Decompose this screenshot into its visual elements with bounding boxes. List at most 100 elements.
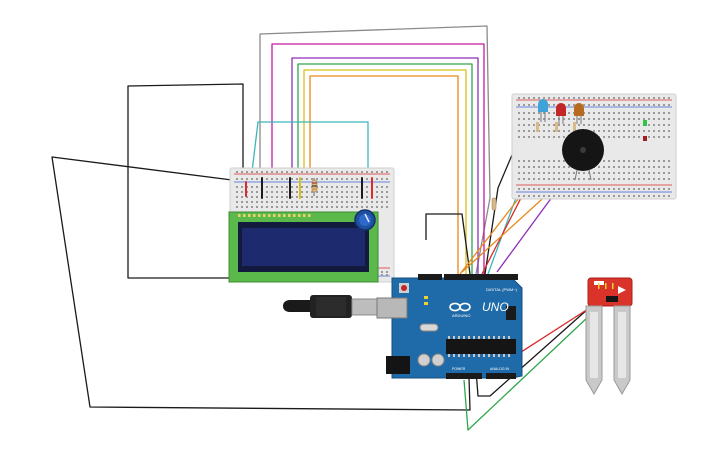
breadboard-hole bbox=[331, 201, 333, 203]
arduino-uno-board[interactable]: UNO ARDUINO DIGITAL (PWM~) POWER ANALOG … bbox=[376, 274, 523, 379]
breadboard-hole bbox=[296, 201, 298, 203]
breadboard-hole bbox=[528, 130, 530, 132]
breadboard-hole bbox=[236, 171, 238, 173]
breadboard-hole bbox=[553, 130, 555, 132]
wire-black-lcd-loop[interactable] bbox=[127, 83, 244, 279]
wire-green-top[interactable] bbox=[297, 63, 473, 274]
led-red[interactable] bbox=[556, 103, 566, 124]
breadboard-hole bbox=[311, 191, 313, 193]
breadboard-hole bbox=[346, 171, 348, 173]
breadboard-hole bbox=[386, 196, 388, 198]
breadboard-hole bbox=[356, 201, 358, 203]
breadboard-hole bbox=[583, 97, 585, 99]
breadboard-hole bbox=[578, 118, 580, 120]
soil-moisture-sensor[interactable] bbox=[585, 277, 633, 396]
breadboard-hole bbox=[588, 97, 590, 99]
breadboard-hole bbox=[523, 136, 525, 138]
breadboard-hole bbox=[301, 201, 303, 203]
led-green[interactable] bbox=[643, 120, 647, 141]
breadboard-hole bbox=[346, 196, 348, 198]
piezo-buzzer[interactable] bbox=[562, 129, 604, 181]
chip-pin bbox=[458, 336, 460, 339]
breadboard-hole bbox=[603, 136, 605, 138]
breadboard-hole bbox=[271, 196, 273, 198]
breadboard-hole bbox=[568, 172, 570, 174]
breadboard-hole bbox=[603, 130, 605, 132]
breadboard-hole bbox=[613, 97, 615, 99]
potentiometer-knob[interactable] bbox=[354, 209, 376, 231]
breadboard-hole bbox=[346, 178, 348, 180]
wire-black-sensor[interactable] bbox=[475, 299, 599, 397]
breadboard-hole bbox=[523, 97, 525, 99]
breadboard-hole bbox=[286, 206, 288, 208]
breadboard-hole bbox=[256, 196, 258, 198]
breadboard-hole bbox=[346, 206, 348, 208]
breadboard-hole bbox=[648, 130, 650, 132]
breadboard-hole bbox=[386, 201, 388, 203]
breadboard-hole bbox=[356, 186, 358, 188]
breadboard-hole bbox=[573, 188, 575, 190]
wire-magenta-top[interactable] bbox=[271, 43, 485, 274]
lcd-display[interactable] bbox=[228, 211, 379, 283]
breadboard-hole bbox=[316, 191, 318, 193]
breadboard-hole bbox=[241, 186, 243, 188]
breadboard-hole bbox=[533, 97, 535, 99]
led-orange[interactable] bbox=[574, 103, 584, 124]
breadboard-hole bbox=[386, 171, 388, 173]
breadboard-hole bbox=[638, 172, 640, 174]
breadboard-hole bbox=[271, 201, 273, 203]
chip-pin bbox=[488, 336, 490, 339]
breadboard-hole bbox=[306, 171, 308, 173]
breadboard-hole bbox=[331, 191, 333, 193]
breadboard-hole bbox=[306, 206, 308, 208]
breadboard-hole bbox=[236, 201, 238, 203]
breadboard-hole bbox=[306, 178, 308, 180]
wire-green-sensor[interactable] bbox=[463, 299, 607, 431]
breadboard-hole bbox=[593, 178, 595, 180]
wire-purple-top[interactable] bbox=[291, 57, 479, 274]
breadboard-hole bbox=[593, 112, 595, 114]
breadboard-hole bbox=[351, 201, 353, 203]
breadboard-hole bbox=[578, 178, 580, 180]
breadboard-hole bbox=[628, 104, 630, 106]
wire-black-outer-loop[interactable] bbox=[51, 156, 471, 411]
breadboard-hole bbox=[658, 97, 660, 99]
breadboard-hole bbox=[321, 206, 323, 208]
lcd-pin bbox=[248, 214, 251, 217]
breadboard-hole bbox=[366, 196, 368, 198]
wire-teal-left[interactable] bbox=[250, 121, 369, 210]
breadboard-hole bbox=[608, 124, 610, 126]
breadboard-hole bbox=[256, 186, 258, 188]
breadboard-hole bbox=[583, 178, 585, 180]
breadboard-hole bbox=[558, 188, 560, 190]
wire-orange-top[interactable] bbox=[309, 75, 459, 274]
breadboard-hole bbox=[568, 195, 570, 197]
breadboard-hole bbox=[583, 195, 585, 197]
breadboard-hole bbox=[251, 201, 253, 203]
breadboard-hole bbox=[573, 195, 575, 197]
breadboard-hole bbox=[538, 112, 540, 114]
breadboard-hole bbox=[603, 188, 605, 190]
breadboard-hole bbox=[256, 201, 258, 203]
wire-black-gnd[interactable] bbox=[425, 213, 471, 275]
breadboard-hole bbox=[538, 136, 540, 138]
breadboard-hole bbox=[653, 195, 655, 197]
breadboard-hole bbox=[628, 172, 630, 174]
breadboard-hole bbox=[553, 97, 555, 99]
led-blue[interactable] bbox=[538, 99, 548, 122]
breadboard-hole bbox=[643, 112, 645, 114]
breadboard-hole bbox=[628, 130, 630, 132]
breadboard-hole bbox=[623, 104, 625, 106]
breadboard-hole bbox=[291, 186, 293, 188]
breadboard-hole bbox=[543, 178, 545, 180]
chip-pin bbox=[483, 354, 485, 357]
breadboard-hole bbox=[548, 97, 550, 99]
wire-gray-top[interactable] bbox=[259, 25, 491, 275]
breadboard-hole bbox=[321, 191, 323, 193]
breadboard-hole bbox=[553, 124, 555, 126]
wire-yellow-top[interactable] bbox=[303, 69, 467, 274]
chip-pin bbox=[503, 354, 505, 357]
lcd-pins bbox=[238, 214, 311, 217]
lcd-pin bbox=[238, 214, 241, 217]
breadboard-hole bbox=[588, 178, 590, 180]
